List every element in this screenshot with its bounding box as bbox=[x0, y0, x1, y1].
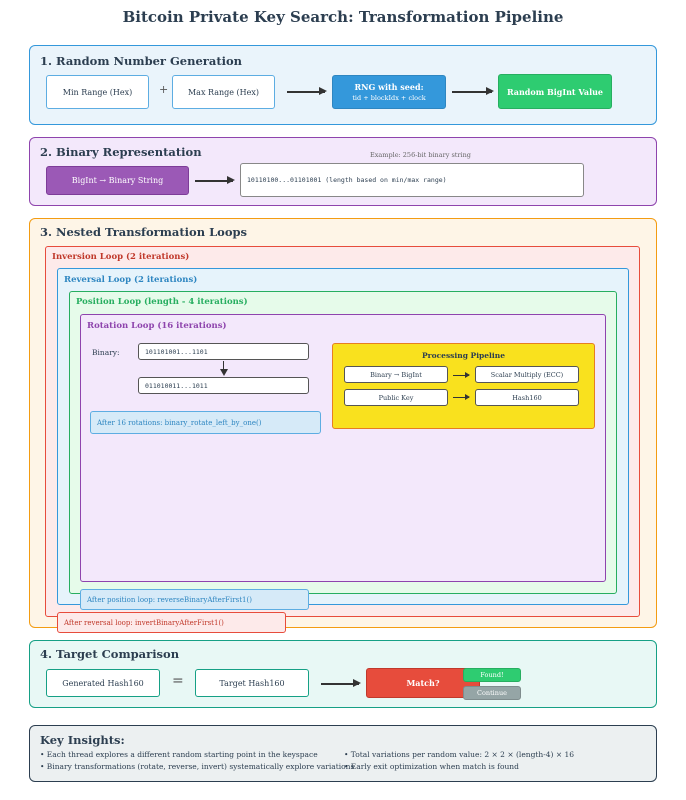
section-target-comparison: 4. Target Comparison Generated Hash160 =… bbox=[29, 640, 657, 708]
binary-example-box: 10110100...01101001 (length based on min… bbox=[240, 163, 584, 197]
rotation-loop-title: Rotation Loop (16 iterations) bbox=[87, 321, 227, 331]
pipe-public-key: Public Key bbox=[344, 389, 448, 406]
insight-item: • Total variations per random value: 2 ×… bbox=[344, 750, 575, 759]
section-title: 4. Target Comparison bbox=[40, 647, 180, 661]
inversion-loop-title: Inversion Loop (2 iterations) bbox=[52, 252, 190, 262]
insights-title: Key Insights: bbox=[40, 733, 125, 747]
processing-pipeline: Processing Pipeline Binary → BigInt Scal… bbox=[332, 343, 595, 429]
match-box: Match? bbox=[366, 668, 480, 698]
binary-after-box: 011010011...1011 bbox=[138, 377, 309, 394]
section-random-number-generation: 1. Random Number Generation Min Range (H… bbox=[29, 45, 657, 125]
pipeline-title: Processing Pipeline bbox=[422, 351, 505, 360]
rotation-note: After 16 rotations: binary_rotate_left_b… bbox=[90, 411, 321, 434]
plus-sign: + bbox=[159, 83, 169, 96]
rotation-loop: Rotation Loop (16 iterations) Binary: 10… bbox=[80, 314, 606, 582]
generated-hash160-box: Generated Hash160 bbox=[46, 669, 160, 697]
position-loop-title: Position Loop (length - 4 iterations) bbox=[76, 297, 248, 307]
pipe-hash160: Hash160 bbox=[475, 389, 579, 406]
pipe-scalar-multiply: Scalar Multiply (ECC) bbox=[475, 366, 579, 383]
arrow-to-match bbox=[321, 680, 361, 686]
pipe-binary-to-bigint: Binary → BigInt bbox=[344, 366, 448, 383]
max-range-box: Max Range (Hex) bbox=[172, 75, 275, 109]
section-title: 1. Random Number Generation bbox=[40, 54, 243, 68]
reversal-loop-title: Reversal Loop (2 iterations) bbox=[64, 275, 198, 285]
rng-box: RNG with seed: tid + blockIdx + clock bbox=[332, 75, 446, 109]
equals-sign: = bbox=[172, 673, 184, 689]
insight-item: • Each thread explores a different rando… bbox=[40, 750, 318, 759]
reversal-note: After reversal loop: invertBinaryAfterFi… bbox=[57, 612, 286, 633]
binary-label: Binary: bbox=[92, 348, 120, 357]
insight-item: • Binary transformations (rotate, revers… bbox=[40, 762, 355, 771]
random-bigint-box: Random BigInt Value bbox=[498, 74, 612, 109]
rotate-arrow bbox=[223, 361, 224, 371]
pipe-arrow-1 bbox=[453, 372, 470, 378]
arrow-to-rng bbox=[287, 88, 327, 94]
bigint-to-binary-box: BigInt → Binary String bbox=[46, 166, 189, 195]
page-title: Bitcoin Private Key Search: Transformati… bbox=[122, 8, 564, 26]
rotate-arrow-head bbox=[219, 369, 228, 376]
target-hash160-box: Target Hash160 bbox=[195, 669, 309, 697]
section-binary-representation: 2. Binary Representation BigInt → Binary… bbox=[29, 137, 657, 206]
pipe-arrow-2 bbox=[453, 394, 470, 400]
key-insights: Key Insights: • Each thread explores a d… bbox=[29, 725, 657, 782]
rng-subtitle: tid + blockIdx + clock bbox=[352, 94, 426, 102]
position-note: After position loop: reverseBinaryAfterF… bbox=[80, 589, 309, 610]
section-title: 3. Nested Transformation Loops bbox=[40, 225, 248, 239]
continue-badge: Continue bbox=[463, 686, 521, 700]
rng-title: RNG with seed: bbox=[354, 82, 424, 92]
arrow-to-example bbox=[195, 177, 235, 183]
binary-before-box: 101101001...1101 bbox=[138, 343, 309, 360]
section-title: 2. Binary Representation bbox=[40, 145, 202, 159]
insight-item: • Early exit optimization when match is … bbox=[344, 762, 519, 771]
arrow-to-random bbox=[452, 88, 494, 94]
min-range-box: Min Range (Hex) bbox=[46, 75, 149, 109]
found-badge: Found! bbox=[463, 668, 521, 682]
example-caption: Example: 256-bit binary string bbox=[370, 151, 471, 159]
